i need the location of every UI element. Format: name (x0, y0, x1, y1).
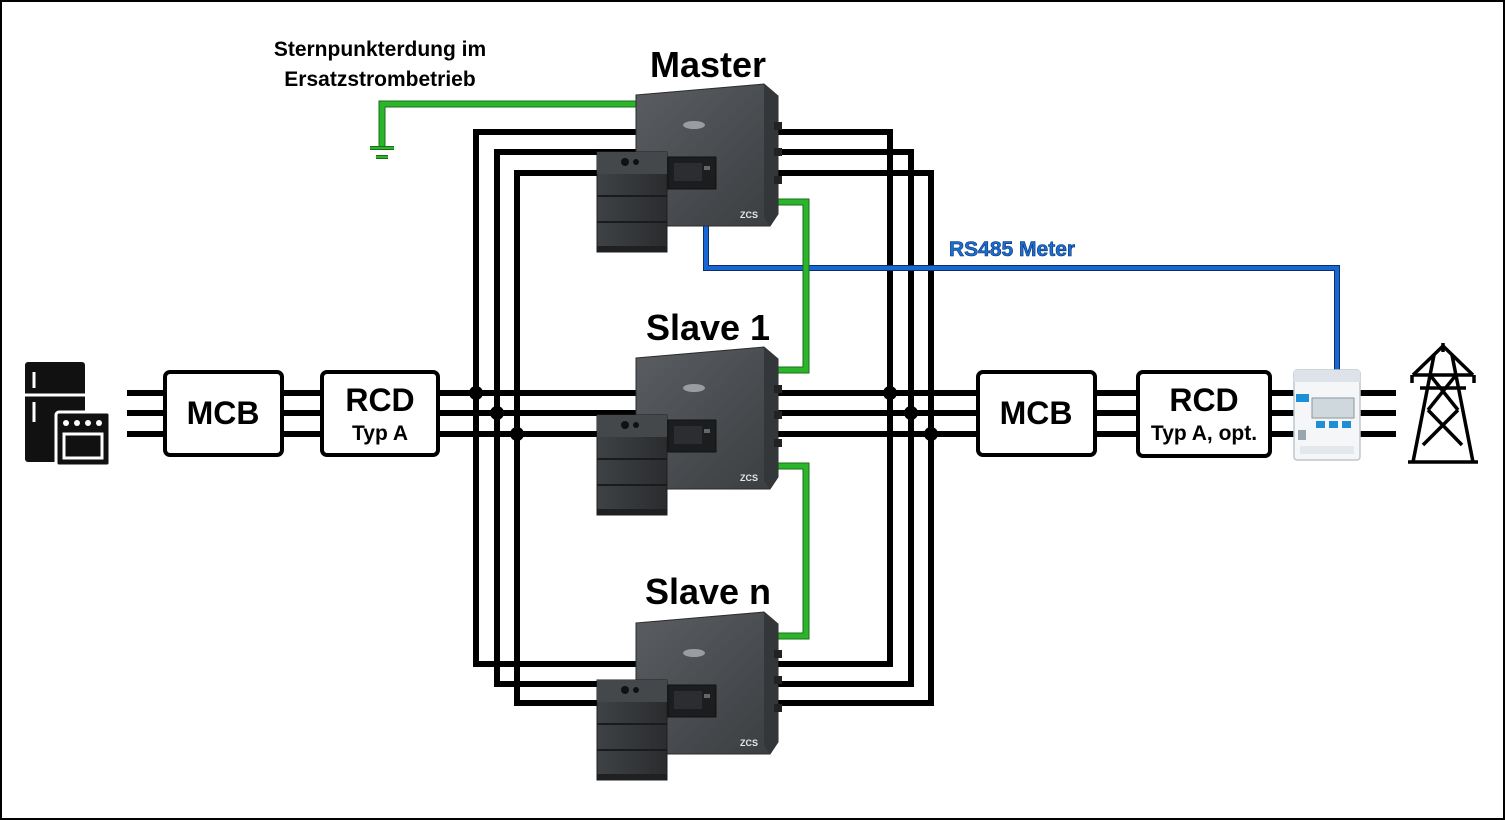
inverter-slave-1 (596, 346, 783, 516)
inverter-icon (596, 83, 783, 253)
right-mcb: MCB (976, 370, 1097, 457)
right-mcb-label: MCB (1000, 395, 1073, 431)
rs485-meter-label: RS485 Meter (949, 238, 1075, 261)
left-rcd: RCD Typ A (320, 370, 440, 457)
earthing-note-line-1: Sternpunkterdung im (274, 38, 486, 61)
junction-dot (904, 406, 918, 420)
energy-meter-icon (1293, 369, 1361, 461)
junction-dot (469, 386, 483, 400)
master-title: Master (650, 44, 766, 85)
inverter-master (596, 83, 783, 253)
junction-dot (510, 427, 524, 441)
left-mcb-label: MCB (187, 395, 260, 431)
left-mcb: MCB (163, 370, 284, 457)
right-rcd-label: RCD (1169, 382, 1238, 418)
appliances-icon (25, 362, 112, 468)
junction-dot (490, 406, 504, 420)
inverter-icon (596, 346, 783, 516)
junction-dot (883, 386, 897, 400)
left-rcd-label: RCD (345, 382, 414, 418)
slave-1-title: Slave 1 (646, 307, 770, 348)
transmission-tower-icon (1408, 343, 1478, 464)
ground-symbol-icon (370, 146, 394, 159)
earthing-note-line-2: Ersatzstrombetrieb (284, 68, 475, 91)
right-rcd: RCD Typ A, opt. (1136, 370, 1272, 458)
slave-n-title: Slave n (645, 571, 771, 612)
left-rcd-type: Typ A (352, 422, 408, 445)
right-rcd-type: Typ A, opt. (1151, 422, 1257, 445)
inverter-slave-n (596, 611, 783, 781)
inverter-icon (596, 611, 783, 781)
junction-dot (924, 427, 938, 441)
